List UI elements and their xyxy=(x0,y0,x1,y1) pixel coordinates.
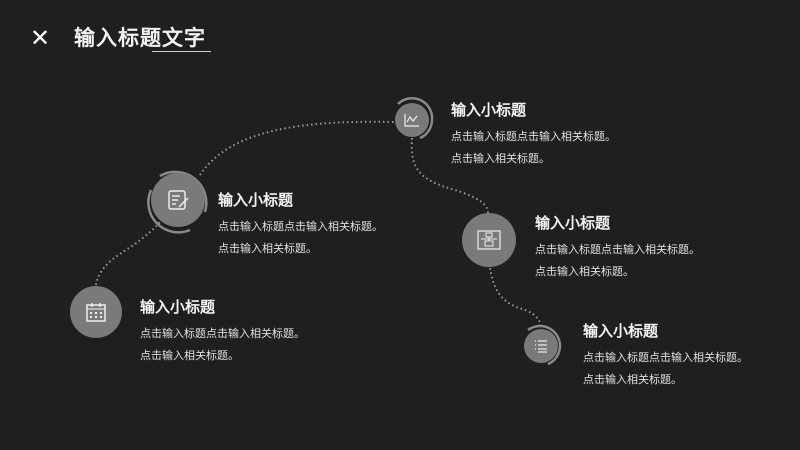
list-node xyxy=(524,329,558,363)
item-title: 输入小标题 xyxy=(583,322,659,340)
page-title: 输入标题文字 xyxy=(74,26,206,50)
chart-node xyxy=(395,103,429,137)
list-item: 输入小标题 点击输入标题点击输入相关标题。 点击输入相关标题。 xyxy=(583,320,748,391)
item-desc: 点击输入标题点击输入相关标题。 xyxy=(451,130,616,143)
item-title: 输入小标题 xyxy=(535,214,611,232)
list-icon xyxy=(535,340,547,353)
flowchart-node xyxy=(462,213,516,267)
item-desc: 点击输入标题点击输入相关标题。 xyxy=(583,351,748,364)
calendar-icon xyxy=(86,303,106,322)
item-desc: 点击输入标题点击输入相关标题。 xyxy=(140,327,305,340)
chart-icon xyxy=(404,114,419,127)
list-item: 输入小标题 点击输入标题点击输入相关标题。 点击输入相关标题。 xyxy=(451,99,616,170)
item-desc: 点击输入相关标题。 xyxy=(583,373,682,386)
item-desc: 点击输入标题点击输入相关标题。 xyxy=(218,220,383,233)
list-item: 输入小标题 点击输入标题点击输入相关标题。 点击输入相关标题。 xyxy=(218,189,383,260)
item-title: 输入小标题 xyxy=(451,101,527,119)
close-icon[interactable]: ✕ xyxy=(30,24,51,52)
edit-node xyxy=(151,173,205,227)
item-desc: 点击输入相关标题。 xyxy=(218,242,317,255)
item-desc: 点击输入相关标题。 xyxy=(451,152,550,165)
item-title: 输入小标题 xyxy=(140,298,216,316)
calendar-node xyxy=(70,286,122,338)
item-desc: 点击输入相关标题。 xyxy=(535,265,634,278)
edit-list-icon xyxy=(168,190,189,210)
item-desc: 点击输入相关标题。 xyxy=(140,349,239,362)
list-item: 输入小标题 点击输入标题点击输入相关标题。 点击输入相关标题。 xyxy=(535,212,700,283)
flowchart-icon xyxy=(477,230,501,250)
item-desc: 点击输入标题点击输入相关标题。 xyxy=(535,243,700,256)
title-underline xyxy=(152,51,211,52)
list-item: 输入小标题 点击输入标题点击输入相关标题。 点击输入相关标题。 xyxy=(140,296,305,367)
item-title: 输入小标题 xyxy=(218,191,294,209)
